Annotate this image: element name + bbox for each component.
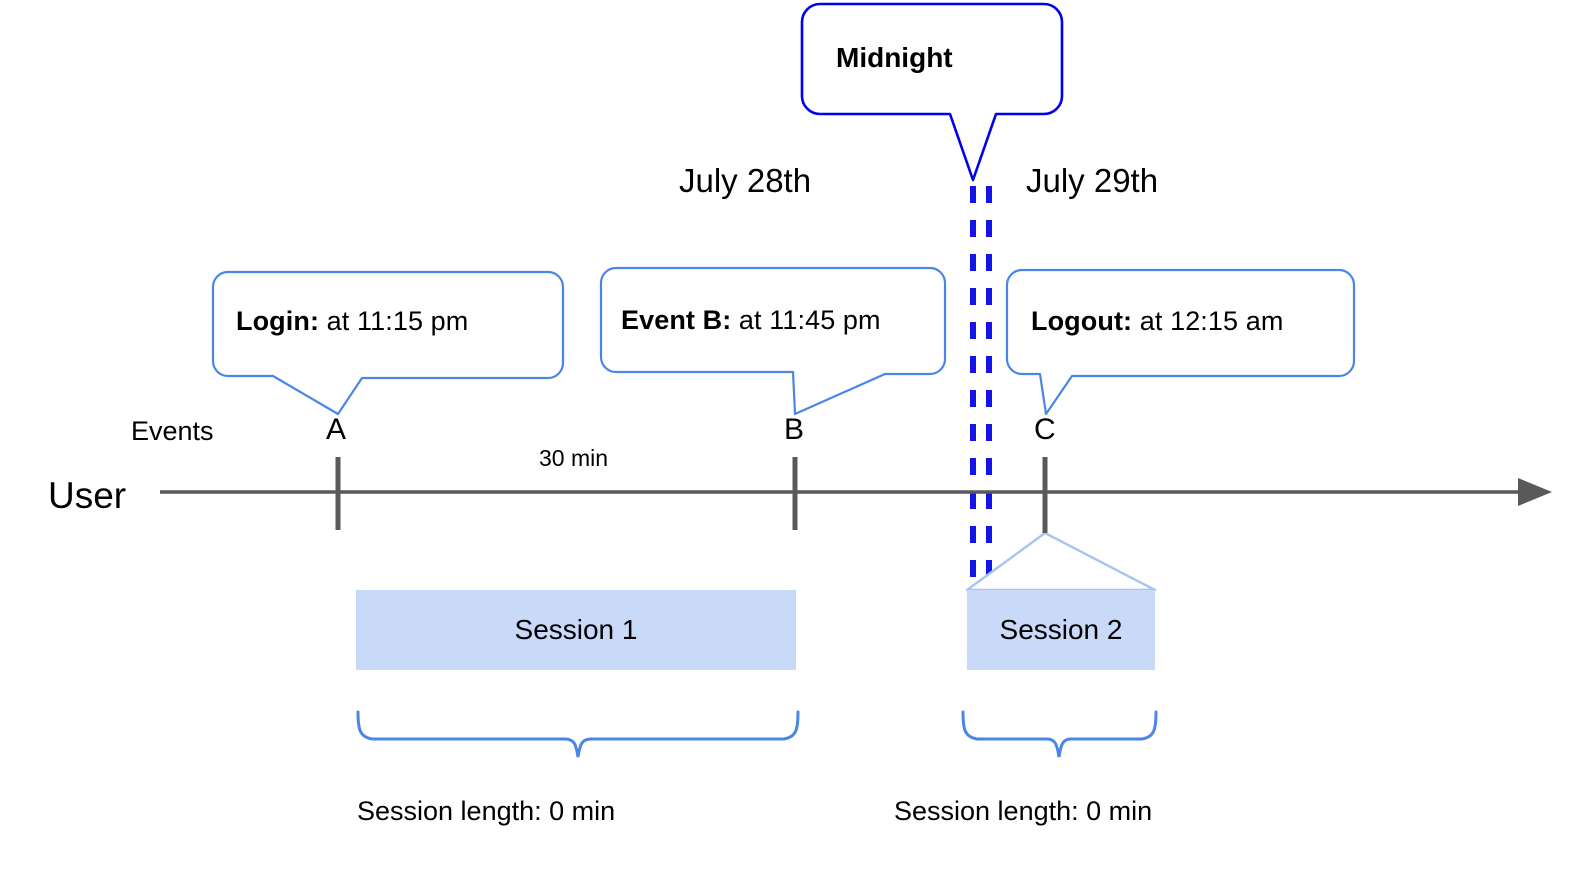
callout-login-lead: Login: [236, 306, 320, 336]
midnight-callout-label: Midnight [836, 42, 953, 73]
brace-session-1 [356, 710, 800, 758]
callout-label-logout: Logout: at 12:15 am [1031, 308, 1283, 335]
timeline-axis [160, 478, 1552, 506]
tick-label-c: C [1034, 413, 1056, 446]
session-box-2: Session 2 [967, 590, 1155, 670]
axis-events-label: Events [131, 416, 214, 446]
day-label-july-29: July 29th [1026, 162, 1159, 199]
brace-session-2 [961, 710, 1158, 758]
callout-shape-logout [1005, 268, 1356, 416]
callout-event-b-rest: at 11:45 pm [731, 305, 881, 335]
callout-login-rest: at 11:15 pm [319, 306, 469, 336]
timeline-arrow-head [1518, 478, 1552, 506]
session2-connector-tent [965, 531, 1157, 592]
tick-label-a: A [326, 413, 347, 446]
tick-label-b: B [784, 413, 805, 446]
callout-shape-event-b [599, 266, 947, 416]
midnight-dashed-lines [970, 186, 992, 580]
session-length-caption-2: Session length: 0 min [894, 796, 1153, 826]
timeline-ticks [335, 457, 1048, 533]
session-box-1: Session 1 [356, 590, 796, 670]
callout-logout-rest: at 12:15 am [1132, 306, 1284, 336]
axis-row-label-user: User [48, 475, 127, 516]
session-box-1-label: Session 1 [514, 614, 638, 645]
callout-label-login: Login: at 11:15 pm [236, 308, 468, 335]
interval-label-30-min: 30 min [539, 445, 609, 471]
callout-logout-lead: Logout: [1031, 306, 1133, 336]
session-box-2-label: Session 2 [999, 614, 1123, 645]
callout-label-event-b: Event B: at 11:45 pm [621, 307, 881, 334]
callout-event-b-lead: Event B: [621, 305, 732, 335]
session-length-caption-1: Session length: 0 min [357, 796, 616, 826]
day-label-july-28: July 28th [679, 162, 812, 199]
callout-shape-login [211, 270, 565, 416]
midnight-callout-shape [800, 2, 1064, 182]
